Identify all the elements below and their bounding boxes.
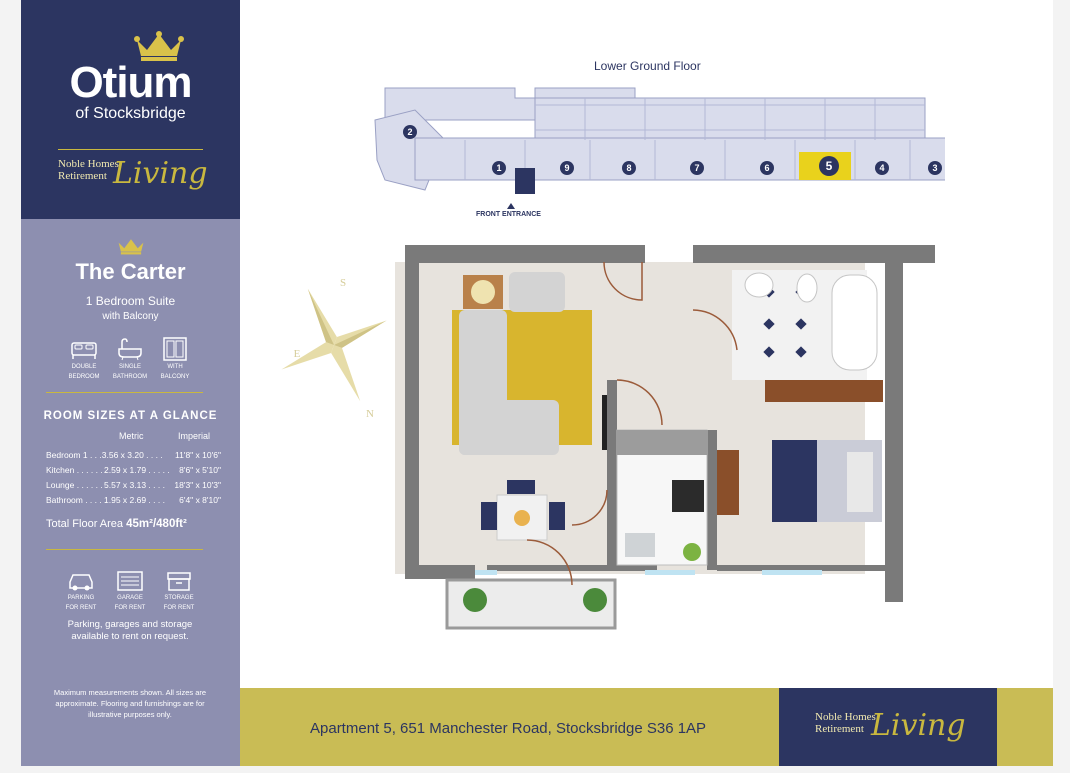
noble-homes-logo: Noble Homes Retirement Living <box>779 688 997 766</box>
suite-type: 1 Bedroom Suite <box>85 294 176 308</box>
svg-text:N: N <box>366 408 374 420</box>
brochure-page: Otium of Stocksbridge Noble Homes Retire… <box>21 0 1053 766</box>
svg-text:9: 9 <box>564 163 569 173</box>
brand-subtitle: of Stocksbridge <box>75 105 186 122</box>
svg-text:5: 5 <box>826 159 833 173</box>
metric-column-header: Metric <box>119 431 144 441</box>
svg-text:E: E <box>294 348 301 360</box>
bath <box>831 274 878 371</box>
svg-text:S: S <box>340 277 346 289</box>
sink <box>625 533 655 557</box>
svg-text:4: 4 <box>879 163 884 173</box>
room-size-row: Lounge . . . . . . .5.57 x 3.13 . . . .1… <box>46 480 221 490</box>
svg-text:1: 1 <box>496 163 501 173</box>
svg-text:3: 3 <box>932 163 937 173</box>
front-entrance-label: FRONT ENTRANCE <box>476 211 541 218</box>
entrance-arrow-icon <box>507 203 515 209</box>
brand-name: Otium <box>69 58 192 107</box>
brand-panel: Otium of Stocksbridge Noble Homes Retire… <box>21 0 240 219</box>
room-size-row: Kitchen . . . . . . .2.59 x 1.79 . . . .… <box>46 465 221 475</box>
noble-homes-logo-text: Noble Homes Retirement <box>58 158 119 182</box>
total-floor-area: Total Floor Area 45m²/480ft² <box>46 518 187 530</box>
hob <box>672 480 704 512</box>
bath-icon <box>118 338 142 361</box>
divider <box>58 149 203 150</box>
balcony-doors-icon <box>163 337 187 361</box>
toilet <box>796 273 818 303</box>
compass-rose-icon: S W E N <box>281 277 387 420</box>
info-panel: The Carter 1 Bedroom Suite with Balcony … <box>21 219 240 766</box>
room-size-row: Bathroom . . . . .1.95 x 2.69 . . . .6'4… <box>46 495 221 505</box>
car-icon <box>69 574 93 591</box>
divider <box>46 549 203 550</box>
keyplan-diagram: 2 1 9 8 7 6 5 4 3 <box>374 87 945 194</box>
crown-icon <box>118 239 144 255</box>
rent-note: Parking, garages and storage available t… <box>67 619 193 642</box>
room-size-row: Bedroom 1 . . .3.56 x 3.20 . . . .11'8" … <box>46 450 221 460</box>
disclaimer: Maximum measurements shown. All sizes ar… <box>53 688 207 719</box>
svg-text:2: 2 <box>407 127 412 137</box>
svg-text:7: 7 <box>694 163 699 173</box>
footer-bar: Apartment 5, 651 Manchester Road, Stocks… <box>240 688 1053 766</box>
apartment-address: Apartment 5, 651 Manchester Road, Stocks… <box>310 720 707 737</box>
sofa <box>459 400 559 455</box>
storage-box-icon <box>167 572 191 591</box>
room-sizes-heading: ROOM SIZES AT A GLANCE <box>43 410 218 422</box>
armchair <box>509 272 565 312</box>
basin <box>744 272 774 298</box>
suite-balcony: with Balcony <box>102 311 159 322</box>
chest-of-drawers <box>717 450 739 515</box>
divider <box>46 392 203 393</box>
crown-icon <box>134 31 184 61</box>
suite-title: The Carter <box>75 259 186 284</box>
svg-text:8: 8 <box>626 163 631 173</box>
wardrobe <box>765 380 883 402</box>
bed-icon <box>71 342 97 359</box>
keyplan-title: Lower Ground Floor <box>594 59 701 73</box>
svg-text:6: 6 <box>764 163 769 173</box>
garage-icon <box>117 571 143 591</box>
living-logo-script: Living <box>871 708 966 743</box>
apartment-floor-plan <box>395 245 935 630</box>
living-logo-script: Living <box>113 156 208 191</box>
imperial-column-header: Imperial <box>178 431 211 441</box>
